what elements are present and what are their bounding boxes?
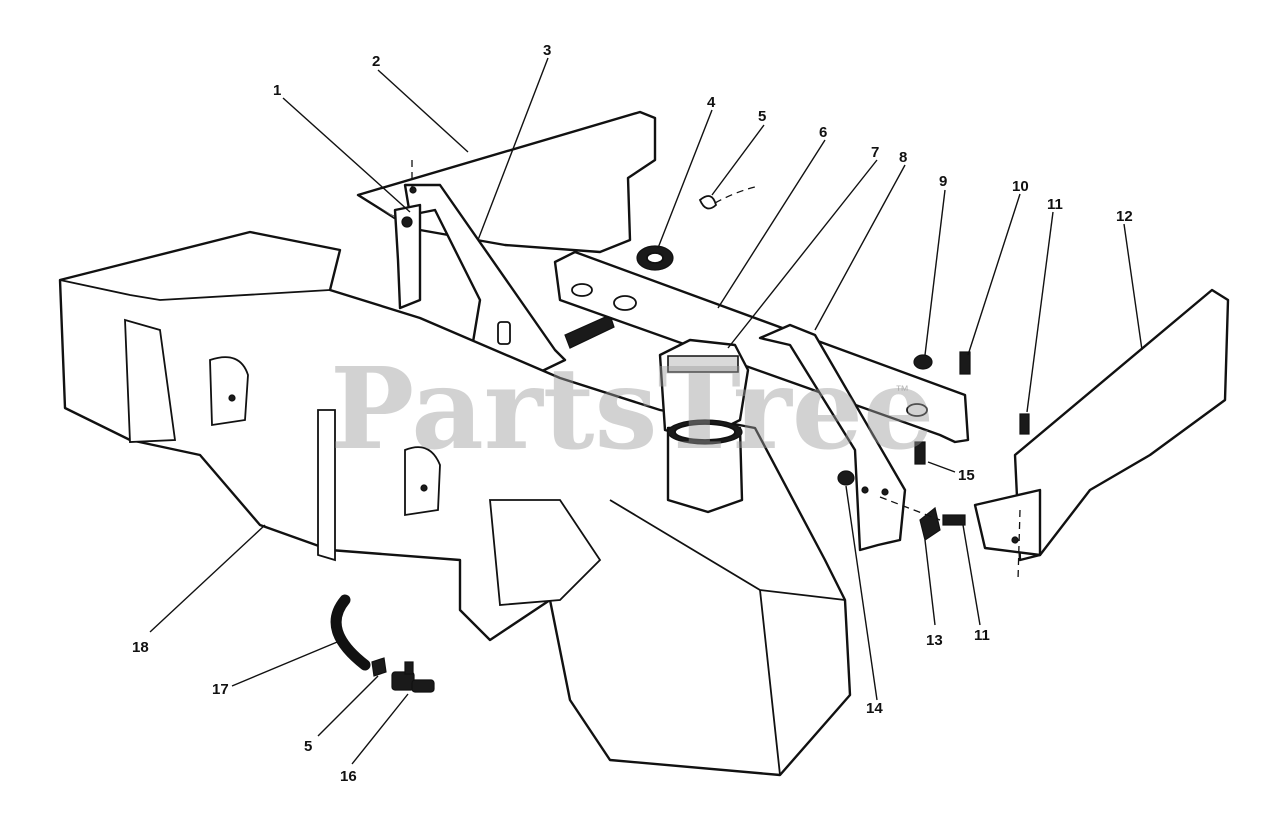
callout-5-lower: 5	[304, 738, 312, 755]
hardware-bolt-11-lower	[879, 496, 966, 526]
cross-bar	[553, 250, 970, 444]
fuel-hose	[330, 594, 371, 671]
callout-4: 4	[707, 94, 716, 111]
watermark-trademark: ™	[895, 382, 909, 398]
right-bracket	[758, 323, 907, 552]
callout-16: 16	[340, 768, 357, 785]
hose-clamp-top	[698, 186, 756, 210]
callout-8: 8	[899, 149, 907, 166]
fuel-neck	[666, 419, 744, 514]
callout-10: 10	[1012, 178, 1029, 195]
watermark: PartsTree ™	[330, 344, 934, 475]
hardware-bushing	[913, 354, 933, 370]
spring	[564, 314, 615, 349]
leader-lines	[149, 57, 1143, 765]
hardware-bolt-11-top	[1019, 413, 1030, 435]
hardware-bolt-10	[959, 351, 971, 375]
fuel-tank	[58, 230, 852, 777]
watermark-text: PartsTree	[330, 344, 934, 475]
callout-17: 17	[212, 681, 229, 698]
callout-11-lower: 11	[974, 627, 990, 644]
callout-2: 2	[372, 53, 380, 70]
fuel-shutoff-valve	[391, 661, 435, 693]
grommet	[636, 245, 674, 271]
callout-18: 18	[132, 639, 149, 656]
callout-5-top: 5	[758, 108, 766, 125]
callout-labels: 1 2 3 4 5 6 7 8 9 10 11 12 15 11 13 14 1…	[132, 42, 1133, 785]
right-fender-panel	[973, 288, 1230, 581]
hose-clamp-lower	[371, 657, 387, 677]
callout-7: 7	[871, 144, 879, 161]
callout-1: 1	[273, 82, 281, 99]
hardware-bolt-15	[914, 441, 926, 465]
callout-6: 6	[819, 124, 827, 141]
callout-15: 15	[958, 467, 975, 484]
fuel-cap	[658, 338, 750, 442]
callout-13: 13	[926, 632, 943, 649]
callout-11-top: 11	[1047, 196, 1063, 213]
hardware-clip-13	[919, 506, 941, 541]
callout-3: 3	[543, 42, 551, 59]
callout-12: 12	[1116, 208, 1133, 225]
callout-14: 14	[866, 700, 883, 717]
callout-9: 9	[939, 173, 947, 190]
